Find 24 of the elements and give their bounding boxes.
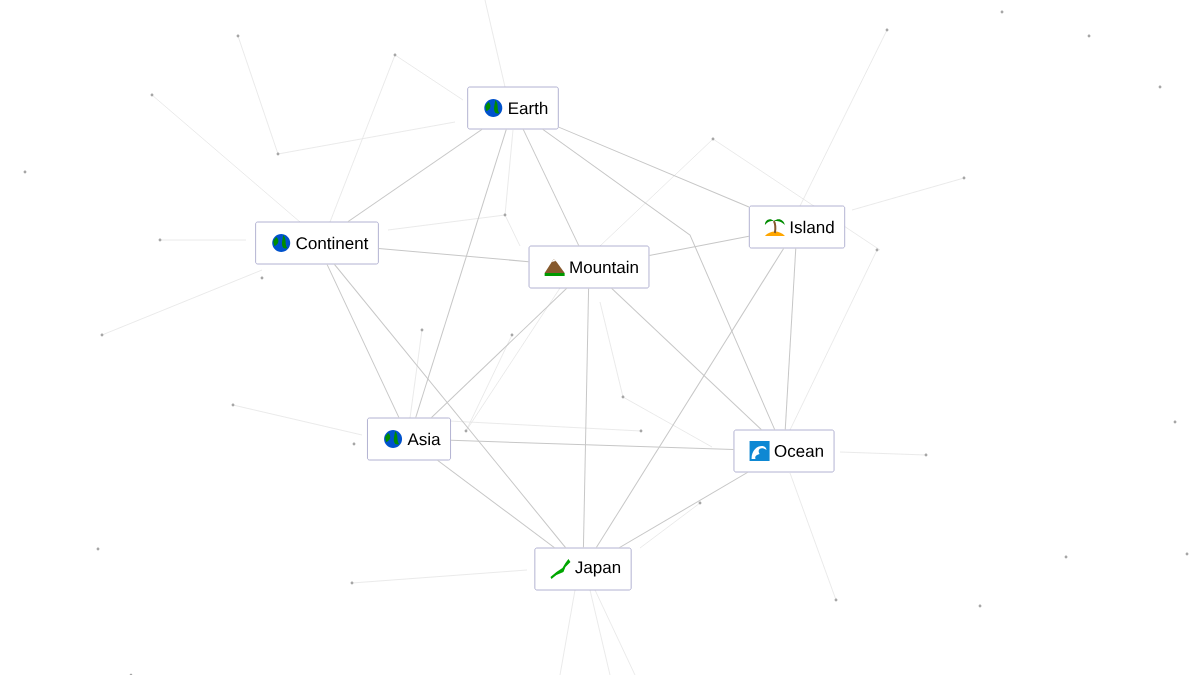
concept-box: Japan	[534, 547, 632, 591]
connector-line	[542, 128, 776, 431]
connector-line	[522, 128, 580, 247]
connector-line	[558, 126, 750, 208]
connector-line	[784, 247, 797, 431]
connector-line	[437, 459, 555, 549]
connector-line	[326, 263, 400, 419]
connector-line	[378, 247, 530, 263]
connector-line	[347, 128, 483, 223]
concept-box: Continent	[255, 221, 379, 265]
connector-line	[450, 439, 735, 450]
connector-line	[333, 263, 567, 549]
concept-box: Ocean	[733, 429, 835, 473]
connector-line	[648, 235, 750, 256]
connector-line	[415, 128, 507, 419]
connector-line	[595, 247, 785, 549]
connector-line	[430, 287, 568, 419]
connector-line	[618, 471, 749, 549]
concept-box: Island	[748, 205, 846, 249]
concept-box: Mountain	[528, 245, 650, 289]
connector-line	[611, 287, 762, 431]
connector-line	[582, 287, 590, 549]
concept-box: Asia	[367, 417, 451, 461]
concept-box: Earth	[467, 86, 559, 130]
